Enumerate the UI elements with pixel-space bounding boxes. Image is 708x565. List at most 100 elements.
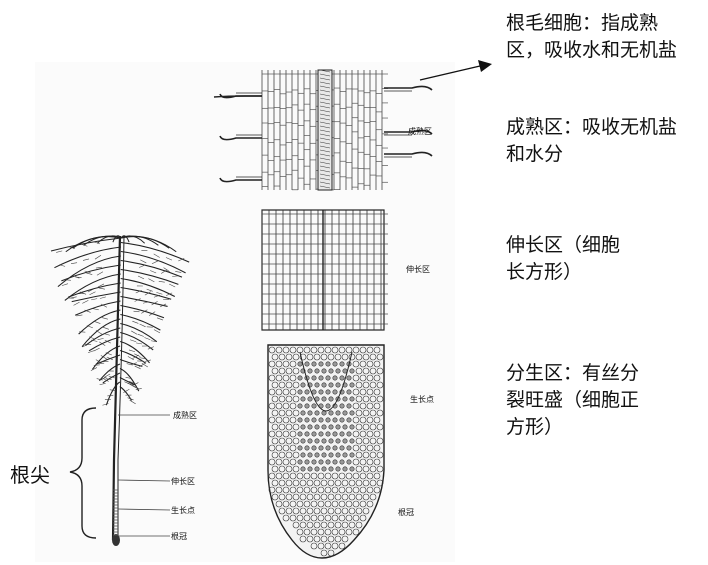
meristem-cell	[329, 467, 333, 471]
root-hair	[100, 297, 106, 299]
meristem-cell	[322, 439, 326, 443]
meristem-cell	[301, 425, 305, 429]
meristem-cell	[336, 425, 340, 429]
root-hair	[150, 270, 156, 273]
meristem-cell	[329, 397, 333, 401]
meristem-cell	[326, 404, 330, 408]
meristem-cell	[308, 439, 312, 443]
root-hair	[138, 276, 144, 279]
meristem-cell	[308, 369, 312, 373]
meristem-cell	[333, 362, 337, 366]
meristem-cell	[336, 453, 340, 457]
meristem-cell	[350, 453, 354, 457]
meristem-cell	[333, 460, 337, 464]
root-hair	[157, 318, 163, 320]
meristem-cell	[315, 453, 319, 457]
meristem-cell	[333, 418, 337, 422]
root-hair-right	[384, 152, 432, 156]
meristem-zone-annotation: 分生区：有丝分 裂旺盛（细胞正 方形）	[506, 360, 639, 441]
meristem-cell	[315, 411, 319, 415]
root-tip-label: 根尖	[10, 459, 50, 488]
root-hair	[166, 257, 172, 260]
root-hair	[154, 330, 160, 333]
whole-root-label-elongation: 伸长区	[171, 477, 195, 487]
lateral-root	[120, 324, 156, 342]
meristem-cell	[308, 411, 312, 415]
meristem-cell	[343, 439, 347, 443]
meristem-cell	[319, 418, 323, 422]
meristem-cell	[336, 467, 340, 471]
meristem-cell	[347, 404, 351, 408]
meristem-cell	[326, 432, 330, 436]
root-hair	[94, 321, 100, 323]
meristem-cell	[322, 453, 326, 457]
meristem-cell	[301, 453, 305, 457]
meristem-cell	[329, 453, 333, 457]
meristem-cell	[308, 397, 312, 401]
meristem-cell	[333, 446, 337, 450]
meristem-cell	[322, 369, 326, 373]
meristem-cell	[340, 460, 344, 464]
root-hair	[134, 311, 140, 312]
root-hair	[82, 300, 88, 303]
root-hair	[152, 261, 158, 264]
meristem-cell	[312, 404, 316, 408]
meristem-cell	[298, 432, 302, 436]
arrowhead	[478, 60, 492, 72]
root-hair	[94, 365, 100, 366]
root-hair	[56, 251, 62, 253]
meristem-cell	[305, 418, 309, 422]
root-hair	[102, 318, 108, 320]
detail-label-growth-point: 生长点	[410, 395, 434, 405]
root-hair	[138, 334, 144, 336]
meristem-cell	[326, 446, 330, 450]
root-hair	[96, 330, 102, 334]
meristem-cell	[347, 376, 351, 380]
meristem-cell	[298, 418, 302, 422]
meristem-cell	[336, 411, 340, 415]
root-hair	[102, 403, 108, 405]
root-hair	[142, 363, 148, 367]
meristem-cell	[308, 467, 312, 471]
root-hair	[136, 388, 142, 389]
meristem-cell	[315, 425, 319, 429]
root-hair	[93, 309, 99, 310]
meristem-cell	[347, 460, 351, 464]
meristem-cell	[315, 439, 319, 443]
meristem-cell	[319, 362, 323, 366]
meristem-cell	[340, 446, 344, 450]
meristem-cell	[336, 439, 340, 443]
root-hair	[172, 276, 178, 277]
meristem-cell	[312, 390, 316, 394]
meristem-cell	[312, 460, 316, 464]
meristem-cell	[322, 383, 326, 387]
whole-root-label-growth-point: 生长点	[171, 506, 195, 516]
meristem-cell	[305, 460, 309, 464]
meristem-cell	[312, 446, 316, 450]
root-hair	[140, 260, 146, 263]
meristem-cell	[336, 369, 340, 373]
lateral-root	[121, 261, 182, 278]
meristem-cell	[315, 467, 319, 471]
root-hair	[89, 292, 95, 295]
root-hair	[88, 351, 94, 353]
root-hair	[139, 265, 145, 267]
whole-root-label-root-cap: 根冠	[171, 532, 187, 542]
meristem-cell	[315, 369, 319, 373]
lateral-root	[120, 315, 160, 331]
root-hair	[129, 350, 135, 352]
root-hair	[130, 400, 136, 404]
meristem-cell	[350, 439, 354, 443]
meristem-cell	[305, 362, 309, 366]
meristem-cell	[333, 432, 337, 436]
root-hair	[71, 297, 77, 298]
meristem-cell	[319, 432, 323, 436]
meristem-cell	[329, 425, 333, 429]
root-hair	[148, 279, 154, 282]
meristem-cell	[350, 383, 354, 387]
root-hair	[149, 312, 155, 316]
root-hair	[98, 338, 104, 339]
meristem-cell	[301, 411, 305, 415]
meristem-cell	[298, 460, 302, 464]
meristem-cell	[326, 418, 330, 422]
